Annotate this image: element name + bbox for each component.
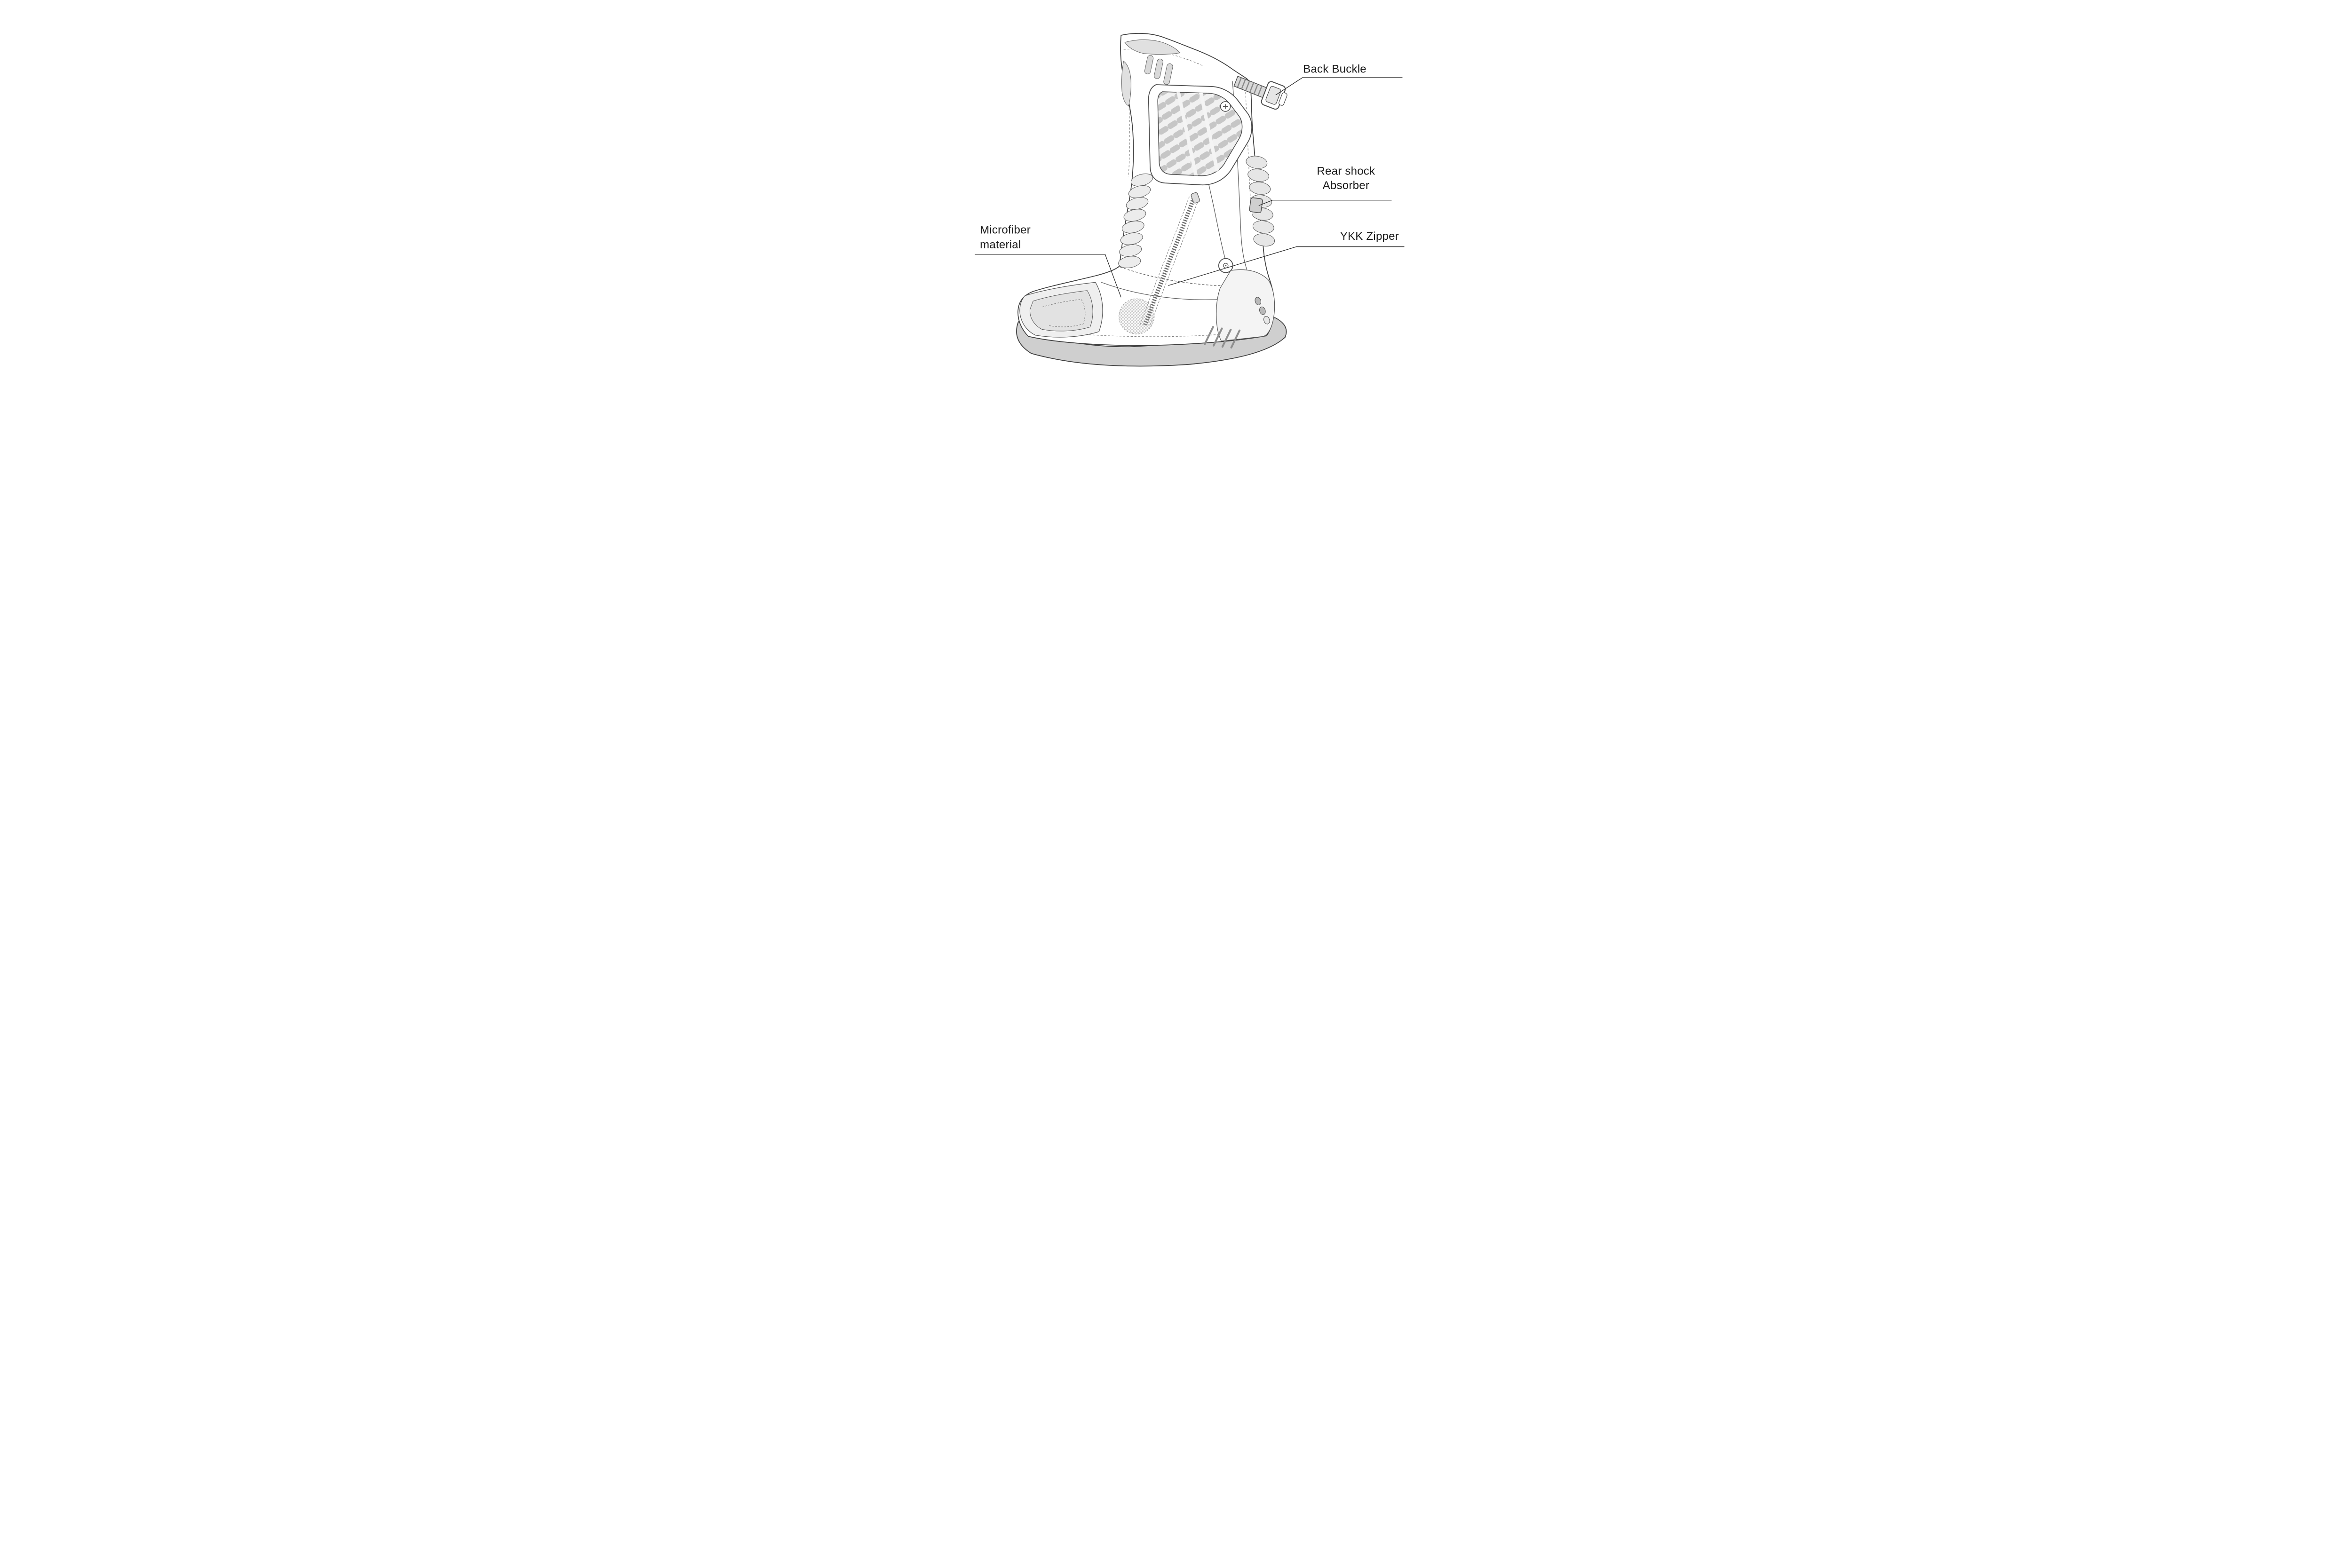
heel-panel [1203, 269, 1275, 348]
leader-ykk-zipper [1168, 246, 1404, 286]
ykk-zipper-graphic [1139, 192, 1200, 327]
zipper-pull [1191, 192, 1200, 204]
back-buckle-graphic [1233, 76, 1287, 110]
label-microfiber-line2: material [980, 238, 1021, 251]
heel-button [1255, 297, 1261, 306]
boot-diagram: Back Buckle Rear shock Absorber YKK Zipp… [974, 33, 1404, 367]
cuff-vents [1121, 39, 1181, 106]
heel-button [1259, 306, 1266, 315]
shin-vent-plate [1148, 84, 1252, 186]
callout-labels: Back Buckle Rear shock Absorber YKK Zipp… [980, 63, 1399, 252]
toe-panels [1019, 282, 1103, 338]
sole [1016, 317, 1287, 367]
leader-back-buckle [1275, 77, 1402, 95]
label-back-buckle: Back Buckle [1303, 63, 1367, 76]
rear-shock-absorber-graphic [1245, 156, 1275, 246]
callout-lines [974, 77, 1404, 298]
label-rear-shock-line2: Absorber [1322, 179, 1369, 192]
heel-button [1263, 316, 1270, 325]
boot-diagram-stage: Back Buckle Rear shock Absorber YKK Zipp… [833, 0, 1519, 392]
label-microfiber-line1: Microfiber [980, 223, 1031, 236]
heel-chevron-slashes [1203, 326, 1240, 348]
leader-microfiber [974, 254, 1121, 298]
leader-rear-shock [1258, 200, 1391, 206]
label-ykk-zipper: YKK Zipper [1340, 230, 1398, 243]
front-flex-accordion [1118, 174, 1153, 269]
label-rear-shock-line1: Rear shock [1317, 165, 1375, 177]
shock-absorber-clasp [1248, 197, 1263, 214]
microfiber-area [1118, 298, 1154, 334]
